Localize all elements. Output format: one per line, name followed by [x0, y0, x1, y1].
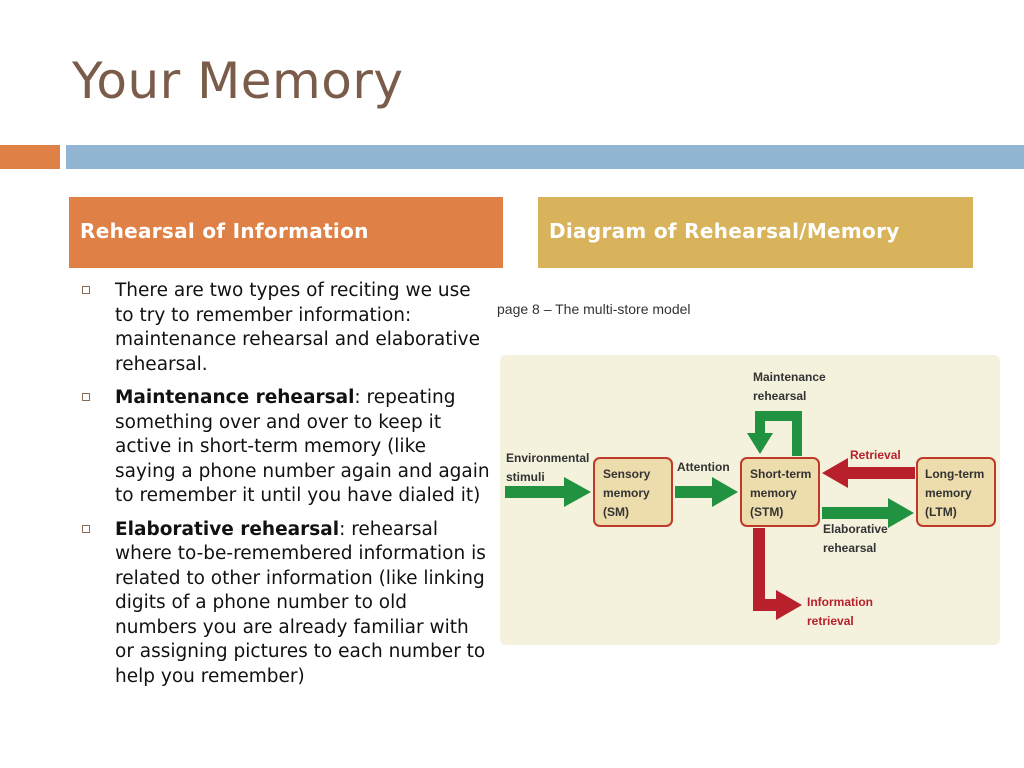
attention-label: Attention: [677, 460, 730, 474]
bullet-item-maintenance: Maintenance rehearsal: repeating somethi…: [80, 386, 490, 509]
diagram-caption: page 8 – The multi-store model: [497, 301, 691, 317]
bullet-text: : repeating something over and over to k…: [115, 387, 490, 506]
slide-title: Your Memory: [72, 52, 404, 110]
sensory-memory-label: Sensory memory (SM): [603, 467, 654, 519]
bullet-item-elaborative: Elaborative rehearsal: rehearsal where t…: [80, 518, 490, 690]
long-term-memory-box: [916, 457, 996, 527]
title-accent-bar-orange: [0, 145, 60, 169]
title-accent-bar-blue: [66, 145, 1024, 169]
section-header-diagram: Diagram of Rehearsal/Memory: [538, 197, 973, 268]
bullet-term: Elaborative rehearsal: [115, 518, 340, 540]
maintenance-rehearsal-loop-arrow: [747, 411, 802, 456]
short-term-memory-box: [740, 457, 820, 527]
short-term-memory-label: Short-term memory (STM): [750, 467, 815, 519]
section-header-rehearsal: Rehearsal of Information: [69, 197, 503, 268]
bullet-text: : rehearsal where to-be-remembered infor…: [115, 518, 486, 687]
information-retrieval-label: Information retrieval: [807, 595, 876, 628]
retrieval-arrow: [822, 458, 915, 488]
diagram-canvas: Environmental stimuli Sensory memory (SM…: [505, 370, 996, 628]
stimuli-label: Environmental stimuli: [506, 451, 593, 484]
stimuli-arrow: [505, 477, 591, 507]
bullet-list: There are two types of reciting we use t…: [80, 279, 490, 698]
retrieval-label: Retrieval: [850, 448, 901, 462]
long-term-memory-label: Long-term memory (LTM): [925, 467, 988, 519]
sensory-memory-box: [593, 457, 673, 527]
elaborative-rehearsal-label: Elaborative rehearsal: [823, 522, 891, 555]
square-bullet-icon: [82, 524, 90, 533]
maintenance-rehearsal-label: Maintenance rehearsal: [753, 370, 829, 403]
bullet-text: There are two types of reciting we use t…: [115, 280, 480, 375]
square-bullet-icon: [82, 393, 90, 401]
bullet-item-two-types: There are two types of reciting we use t…: [80, 279, 490, 377]
square-bullet-icon: [82, 286, 90, 294]
multi-store-model-diagram: Environmental stimuli Sensory memory (SM…: [500, 355, 1000, 645]
attention-arrow: [675, 477, 738, 507]
information-retrieval-arrow: [753, 528, 802, 620]
bullet-term: Maintenance rehearsal: [115, 387, 355, 408]
elaborative-rehearsal-arrow: [822, 498, 914, 528]
